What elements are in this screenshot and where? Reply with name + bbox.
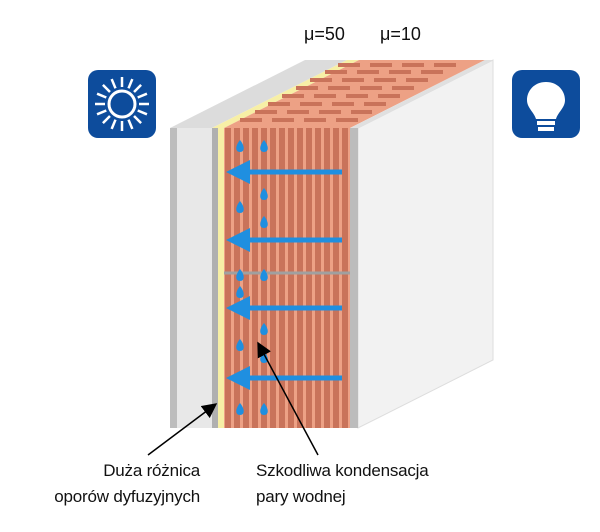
callout-right-line2: pary wodnej: [256, 487, 346, 506]
callout-line-right: [257, 341, 319, 456]
water-drop: [260, 140, 268, 152]
vapor-arrow: [226, 228, 342, 252]
vapor-arrow: [226, 296, 342, 320]
water-drop: [260, 216, 268, 228]
plaster-top-outer: [170, 60, 347, 128]
plaster-inner-edge: [212, 128, 218, 428]
callout-left-line1: Duża różnica: [103, 461, 200, 480]
water-drop: [236, 286, 244, 298]
callout-right-text: Szkodliwa kondensacja pary wodnej: [256, 458, 429, 510]
inner-plaster: [350, 128, 358, 428]
mu-label-outer: μ=50: [304, 24, 345, 44]
sun-icon: [88, 70, 156, 138]
water-drop: [236, 201, 244, 213]
water-drop: [260, 188, 268, 200]
condensation-drops: [236, 140, 268, 415]
light-bulb-icon: [512, 70, 580, 138]
water-drop: [236, 140, 244, 152]
vapor-layer: [218, 128, 224, 428]
water-drop: [260, 403, 268, 415]
vapor-arrow: [226, 366, 342, 390]
water-drop: [236, 339, 244, 351]
callout-left-text: Duża różnica oporów dyfuzyjnych: [54, 458, 200, 510]
callout-right-line1: Szkodliwa kondensacja: [256, 461, 429, 480]
brick-top-pattern: [240, 63, 462, 122]
vapor-flow-arrows: [226, 160, 342, 390]
water-drop: [236, 269, 244, 281]
water-drop: [260, 323, 268, 335]
vapor-arrow: [226, 160, 342, 184]
water-drop: [236, 403, 244, 415]
mu-label-inner: μ=10: [380, 24, 421, 44]
plaster-edge: [170, 128, 177, 428]
water-drop: [260, 269, 268, 281]
plaster-top-inner: [350, 60, 493, 128]
callout-line-left: [147, 403, 218, 456]
callout-left-line2: oporów dyfuzyjnych: [54, 487, 200, 506]
